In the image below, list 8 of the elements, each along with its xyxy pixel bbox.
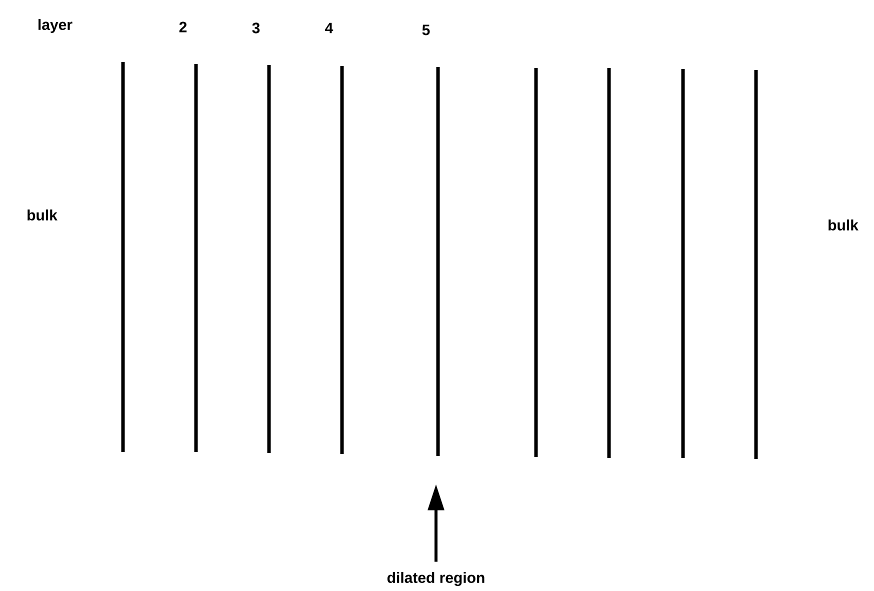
region-label: bulk: [28, 209, 58, 220]
layer-number: 4: [325, 22, 334, 34]
region-label: bulk: [828, 219, 858, 230]
region-label: dilated region: [387, 572, 484, 586]
layer-number: 3: [252, 22, 260, 34]
layer-number: 2: [179, 22, 187, 32]
axis-title: layer: [38, 19, 72, 33]
layer-number: 5: [422, 24, 430, 36]
